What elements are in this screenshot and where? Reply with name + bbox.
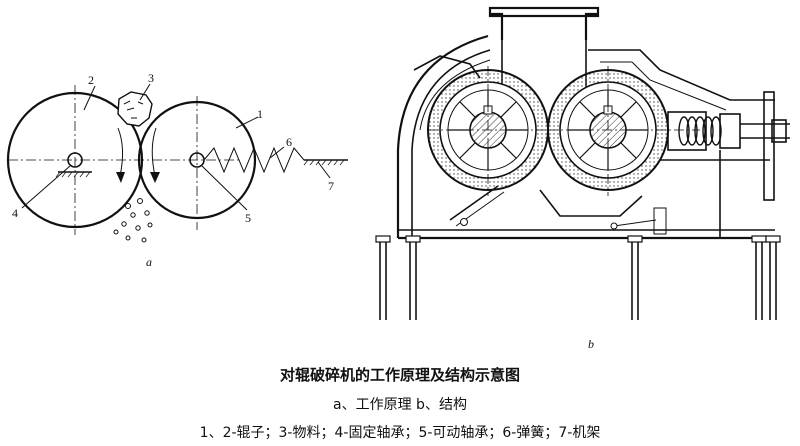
fixed-bearing [67, 152, 83, 168]
cover-right-inner [600, 61, 727, 111]
rotation-arrowhead-left [116, 172, 125, 183]
scraper-pivot [460, 218, 468, 226]
adjuster-lever [613, 219, 657, 227]
label-3: 3 [148, 71, 154, 85]
figure-legend: 1、2-辊子；3-物料；4-固定轴承；5-可动轴承；6-弹簧；7-机架 [199, 425, 601, 441]
adjuster-pivot [610, 222, 618, 230]
housing-arc-outer [396, 34, 489, 238]
roll-right-b [547, 66, 700, 196]
leader-3 [139, 83, 151, 101]
cover-right [588, 49, 775, 101]
fixed-bearing-hatch [55, 171, 91, 178]
spring-coil-b [678, 116, 722, 146]
label-2: 2 [88, 73, 94, 87]
material-lump-texture [123, 100, 144, 119]
leader-4 [21, 165, 71, 209]
scraper-left [449, 185, 499, 221]
crushed-particles [113, 198, 153, 243]
leader-7 [317, 161, 331, 179]
housing-arc-liner [419, 59, 491, 131]
label-6: 6 [286, 135, 292, 149]
label-1: 1 [257, 107, 263, 121]
movable-bearing-block [667, 111, 707, 151]
roll-left-b [427, 66, 549, 196]
anchor-nuts [375, 235, 781, 243]
hopper-lips [490, 12, 598, 40]
anchor-bolts [379, 238, 777, 320]
tie-rod-nut [771, 119, 787, 143]
adjuster-bracket [653, 207, 667, 235]
panel-b-letter: b [588, 337, 594, 351]
leader-6 [269, 146, 285, 159]
housing-arc-inner [411, 49, 491, 238]
leader-1 [235, 116, 259, 129]
spring-seat [719, 113, 741, 149]
discharge-chute [539, 189, 643, 217]
rotation-arrow-left [117, 127, 124, 177]
label-4: 4 [12, 206, 18, 220]
panel-a-working-principle: 2 3 1 6 7 4 5 a [6, 71, 348, 269]
leader-5 [201, 165, 248, 211]
frame-end-plate [763, 91, 775, 201]
figure-title: 对辊破碎机的工作原理及结构示意图 [279, 366, 520, 384]
leader-2 [83, 85, 96, 111]
material-lump [117, 91, 153, 127]
panel-b-structure: b [375, 6, 790, 351]
rotation-arrow-right [151, 127, 157, 177]
spring-zigzag [203, 146, 340, 174]
rotation-arrowhead-right [150, 172, 160, 183]
hopper-top [488, 6, 600, 18]
figure-subtitle: a、工作原理 b、结构 [333, 397, 467, 413]
label-7: 7 [328, 179, 334, 193]
panel-a-letter: a [146, 255, 152, 269]
label-5: 5 [245, 211, 251, 225]
